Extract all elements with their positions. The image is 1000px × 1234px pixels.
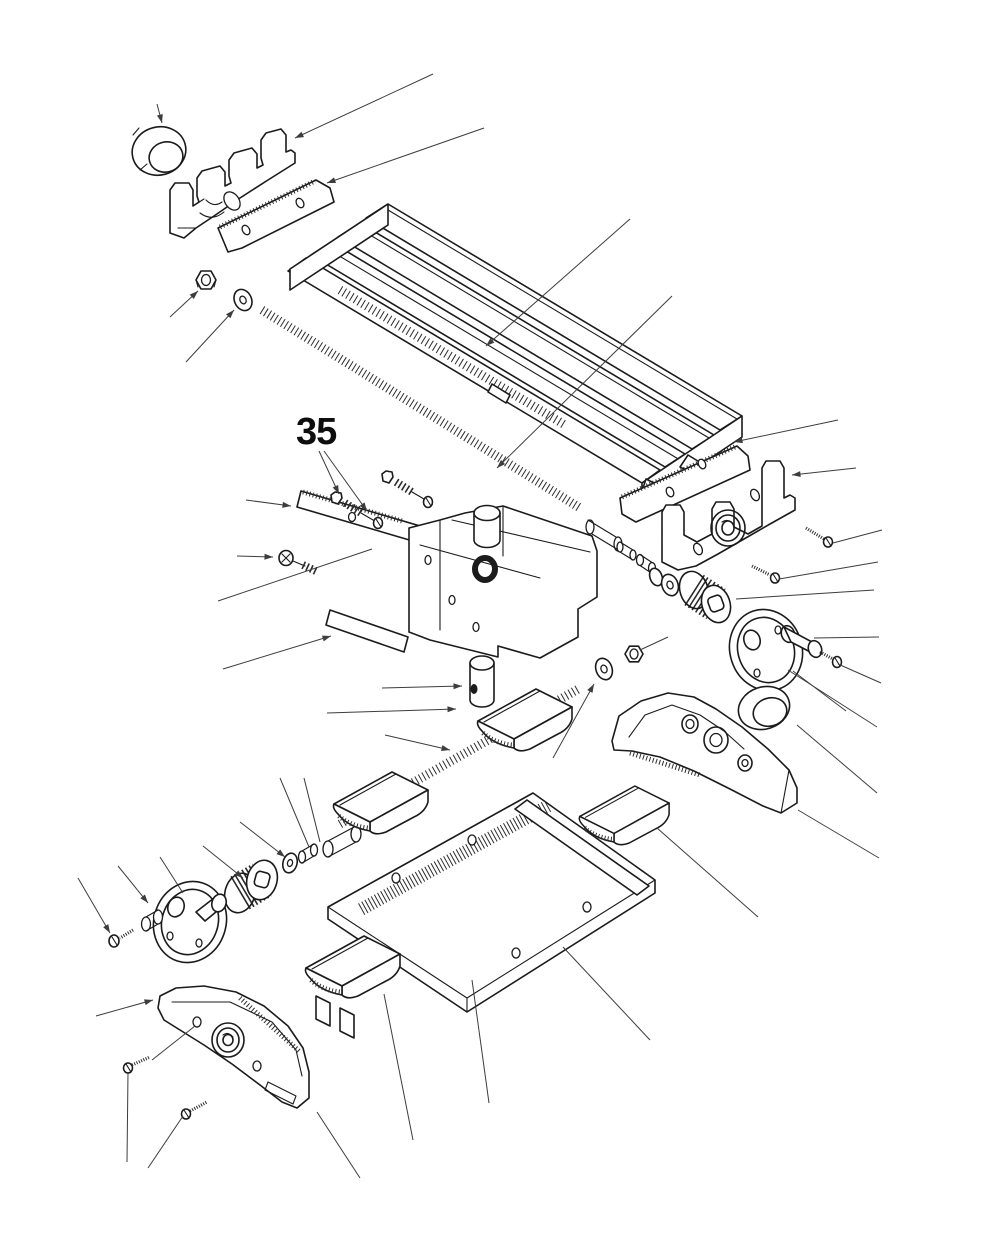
leader-arrowhead [792, 471, 801, 478]
saddle-bottom-boss [469, 662, 495, 708]
leader-arrowhead [103, 924, 110, 933]
bracket-screw-upper [805, 526, 834, 548]
table-left-end-face [289, 203, 389, 291]
handwheel-right [728, 608, 823, 692]
saddle-casting [296, 489, 598, 708]
handwheel-cap-left [131, 125, 187, 177]
leader-arrowhead [144, 999, 153, 1006]
table-end-bracket-left [169, 128, 296, 239]
graduated-dial-right [678, 570, 732, 624]
scale-pointer-plate [487, 383, 511, 404]
gib-plate-right [619, 444, 751, 523]
leader-lines [77, 73, 883, 1179]
leader-arrowhead [140, 894, 148, 903]
lock-screw-spring [278, 549, 320, 576]
cross-feed-leadscrew [259, 306, 623, 552]
gib-set-screw-1 [381, 470, 434, 509]
leader-arrowhead [234, 870, 243, 878]
leader-arrowhead [453, 683, 462, 690]
graduated-dial-left [223, 859, 279, 914]
washers-right [648, 567, 680, 597]
milling-table [287, 203, 743, 505]
crank-screw-left [108, 928, 134, 948]
leader-arrowhead [226, 310, 234, 319]
saddle-gib-bar [296, 490, 428, 545]
leader-arrowhead [276, 849, 285, 857]
leader-arrowhead [282, 501, 291, 508]
bracket-mount-screw-1 [122, 1055, 151, 1074]
gib-plate-left [217, 178, 335, 253]
washer-bottom-left [281, 852, 299, 874]
leader-arrowhead [441, 745, 450, 752]
washer-left [233, 288, 253, 312]
screw-clamp-a [334, 772, 429, 834]
leader-arrowhead [189, 291, 198, 299]
leader-arrowhead [447, 706, 456, 713]
leadscrew-nut-left [195, 270, 217, 290]
leader-arrowhead [332, 485, 339, 494]
longitudinal-leadscrew [297, 684, 583, 864]
leader-arrowhead [497, 459, 506, 468]
leader-arrowhead [295, 131, 304, 138]
leader-arrowhead [327, 177, 337, 184]
support-bracket-left [157, 985, 310, 1109]
screw-clamp-d [306, 936, 401, 1039]
leader-arrowhead [734, 437, 743, 444]
handwheel-left [140, 880, 228, 964]
crank-screw-right [819, 650, 843, 669]
saddle-top-boss [473, 512, 501, 549]
table-end-bracket-right [661, 460, 796, 571]
bracket-screw-lower [751, 564, 781, 584]
leader-arrowhead [587, 684, 594, 693]
bracket-mount-screw-2 [180, 1100, 208, 1120]
leader-arrowhead [486, 338, 495, 346]
washer-and-nut-center [594, 645, 644, 681]
leader-arrowhead [359, 502, 367, 511]
leader-arrowhead [321, 635, 331, 642]
leader-arrowhead [156, 114, 163, 123]
spacer-pins-right [616, 541, 657, 575]
saddle-lower-arm [325, 609, 409, 653]
gib-set-screw-2 [330, 491, 384, 530]
saddle-nut-boss [472, 555, 498, 583]
leader-arrowhead [264, 553, 273, 560]
support-bracket-right [611, 692, 798, 814]
handwheel-cap-right [737, 685, 791, 731]
base-plate-rail [514, 799, 650, 896]
callout-35-label: 35 [296, 411, 337, 453]
